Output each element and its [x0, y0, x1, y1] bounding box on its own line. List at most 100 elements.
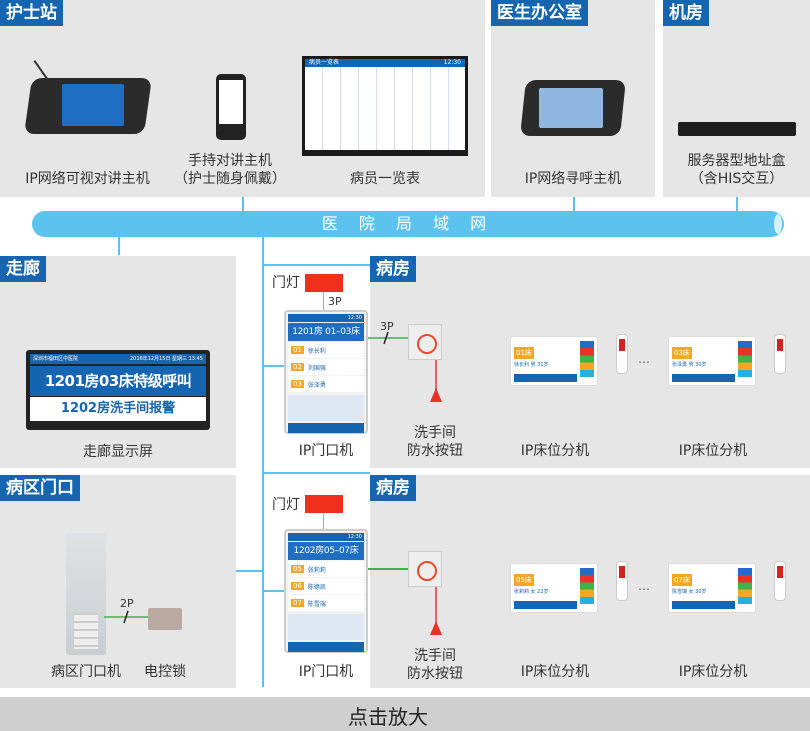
ward-2-panel: 病房 洗手间 防水按钮 05床张莉莉 女 22岁 … 07床陈雪瑞 女 30岁 …	[368, 475, 810, 688]
corridor-display-screen: 深圳市福田区中医院 2016年12月15日 星期三 13:45 1201房03床…	[26, 350, 210, 430]
doctor-photos	[288, 614, 364, 640]
corridor-display-label: 走廊显示屏	[83, 444, 153, 460]
bed-unit: 03床张泽勇 男 30岁	[668, 336, 756, 386]
door-lamp-label: 门灯	[272, 275, 300, 291]
electric-lock-icon	[148, 608, 182, 630]
board-time: 12:30	[443, 59, 461, 66]
call-handset-icon	[774, 561, 786, 601]
electric-lock-label: 电控锁	[144, 664, 186, 680]
display-hospital: 深圳市福田区中医院	[33, 356, 79, 362]
bath-button-label-2: 防水按钮	[407, 443, 463, 459]
bed-unit-label: IP床位分机	[520, 664, 590, 680]
entrance-unit-icon	[66, 533, 106, 655]
pull-handle-icon	[430, 388, 442, 402]
zoom-bar[interactable]: 点击放大	[0, 697, 810, 731]
door-unit-label: IP门口机	[298, 664, 354, 680]
waterproof-button-1	[408, 324, 442, 360]
paging-master-device-icon	[520, 60, 631, 140]
door-unit-label: IP门口机	[298, 443, 354, 459]
bed-unit-label: IP床位分机	[678, 664, 748, 680]
display-datetime: 2016年12月15日 星期三 13:45	[129, 356, 203, 362]
bed-unit-number: 01床	[514, 347, 534, 359]
door-lamp-1	[305, 274, 343, 292]
bed-num: 02	[291, 363, 304, 371]
two-p-label: 2P	[120, 597, 134, 610]
pull-handle-icon	[430, 621, 442, 635]
ellipsis: …	[638, 352, 650, 366]
section-tag: 病区门口	[0, 475, 80, 501]
bed-num: 03	[291, 380, 304, 388]
lan-drop-doctor	[573, 197, 575, 211]
call-handset-icon	[616, 561, 628, 601]
doctor-office-panel: 医生办公室 IP网络寻呼主机	[491, 0, 655, 197]
corridor-panel: 走廊 深圳市福田区中医院 2016年12月15日 星期三 13:45 1201房…	[0, 256, 236, 468]
video-master-label: IP网络可视对讲主机	[25, 171, 150, 187]
bed-name: 陈雪瑞	[307, 600, 326, 608]
bed-name: 陈德凯	[307, 583, 326, 591]
bed-unit-info: 徐长利 男 31岁	[514, 362, 549, 368]
section-tag: 走廊	[0, 256, 46, 282]
handheld-label-2: （护士随身佩戴）	[174, 171, 286, 187]
bath-button-label-1: 洗手间	[414, 648, 456, 664]
bed-unit-label: IP床位分机	[678, 443, 748, 459]
lan-branch-door1	[262, 365, 284, 367]
door-time: 12:30	[288, 533, 364, 541]
door-lamp-2	[305, 495, 343, 513]
ward-entrance-panel: 病区门口 2P 病区门口机 电控锁	[0, 475, 236, 688]
display-line-2: 1202房洗手间报警	[30, 397, 206, 421]
handheld-label-1: 手持对讲主机	[188, 153, 272, 169]
three-p-label: 3P	[328, 295, 342, 308]
bed-name: 徐长利	[307, 347, 326, 355]
bed-name: 张莉莉	[307, 566, 326, 574]
lan-trunk	[262, 237, 264, 687]
lan-branch-entrance	[236, 570, 264, 572]
pull-cord	[435, 587, 437, 623]
pipe-end	[774, 214, 782, 234]
server-label-2: （含HIS交互）	[689, 171, 784, 187]
door-room: 1201房 01–03床	[288, 323, 364, 341]
section-tag: 医生办公室	[491, 0, 588, 26]
bed-unit-info: 陈雪瑞 女 30岁	[672, 589, 707, 595]
bed-num: 07	[291, 599, 304, 607]
bed-unit-number: 07床	[672, 574, 692, 586]
bath-button-label-1: 洗手间	[414, 425, 456, 441]
bed-num: 06	[291, 582, 304, 590]
patient-board-screen: 病员一览表 12:30	[302, 56, 468, 156]
call-handset-icon	[774, 334, 786, 374]
server-box-icon	[678, 122, 796, 136]
bed-unit: 05床张莉莉 女 22岁	[510, 563, 598, 613]
ward-1-panel: 病房 3P 洗手间 防水按钮 01床徐长利 男 31岁 … 03床张泽勇 男 3…	[368, 256, 810, 468]
bed-unit-number: 05床	[514, 574, 534, 586]
lamp-wire	[323, 292, 324, 310]
bed-unit-number: 03床	[672, 347, 692, 359]
door-room: 1202房05–07床	[288, 542, 364, 560]
nurse-station-panel: 护士站 IP网络可视对讲主机 手持对讲主机 （护士随身佩戴） 病员一览表 12:…	[0, 0, 485, 197]
video-master-device-icon	[24, 58, 152, 136]
lan-drop-server	[736, 197, 738, 211]
bed-unit: 01床徐长利 男 31岁	[510, 336, 598, 386]
entrance-unit-label: 病区门口机	[51, 664, 121, 680]
lan-drop-corridor	[118, 237, 120, 255]
bed-unit-info: 张莉莉 女 22岁	[514, 589, 549, 595]
three-p-label: 3P	[380, 320, 394, 333]
lamp-wire	[323, 513, 324, 529]
server-room-panel: 机房 服务器型地址盒 （含HIS交互）	[663, 0, 810, 197]
section-tag: 病房	[370, 475, 416, 501]
display-line-1: 1201房03床特级呼叫	[30, 366, 206, 396]
lan-drop-nurse	[242, 197, 244, 211]
handheld-phone-icon	[216, 74, 246, 140]
patient-board-label: 病员一览表	[350, 171, 420, 187]
bed-unit-info: 张泽勇 男 30岁	[672, 362, 707, 368]
door-footer-bar	[288, 423, 364, 433]
doctor-photos	[288, 395, 364, 421]
lock-wire	[104, 610, 148, 624]
zoom-label[interactable]: 点击放大	[348, 705, 428, 729]
lan-label: 医 院 局 域 网	[321, 214, 495, 233]
button-wire-2	[368, 568, 408, 570]
